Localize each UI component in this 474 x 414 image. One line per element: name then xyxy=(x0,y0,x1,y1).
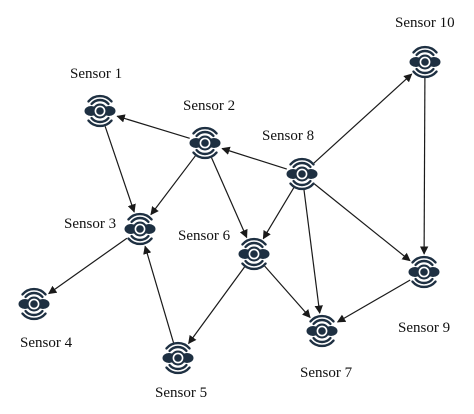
sensor-node-6 wireless-sensor-icon xyxy=(238,237,270,271)
sensor-node-4 wireless-sensor-icon xyxy=(18,287,50,321)
sensor-node-9 wireless-sensor-icon xyxy=(408,255,440,289)
edge-s2-to-s3 xyxy=(150,155,196,216)
sensor-node-8 wireless-sensor-icon xyxy=(286,157,318,191)
label-sensor-10: Sensor 10 xyxy=(395,15,455,31)
labels-layer: Sensor 1 Sensor 2 Sensor 3 Sensor 4 Sens… xyxy=(20,15,455,401)
nodes-layer xyxy=(18,45,441,375)
edge-s2-to-s1 xyxy=(116,114,190,139)
label-sensor-8: Sensor 8 xyxy=(262,128,314,144)
edge-s1-to-s3 xyxy=(104,126,136,213)
label-sensor-1: Sensor 1 xyxy=(70,66,122,82)
edge-s8-to-s10 xyxy=(313,73,413,164)
edge-s6-to-s7 xyxy=(264,265,311,319)
sensor-node-3 wireless-sensor-icon xyxy=(124,212,156,246)
label-sensor-4: Sensor 4 xyxy=(20,335,73,351)
edge-s6-to-s5 xyxy=(188,266,246,345)
sensor-node-7 wireless-sensor-icon xyxy=(306,314,338,348)
label-sensor-9: Sensor 9 xyxy=(398,320,450,336)
label-sensor-7: Sensor 7 xyxy=(300,365,353,381)
edge-s8-to-s2 xyxy=(221,146,287,170)
sensor-node-10 wireless-sensor-icon xyxy=(409,45,441,79)
label-sensor-3: Sensor 3 xyxy=(64,216,116,232)
edge-s8-to-s7 xyxy=(303,189,323,314)
edges-layer xyxy=(48,73,429,345)
edge-s2-to-s6 xyxy=(210,157,248,239)
sensor-node-1 wireless-sensor-icon xyxy=(84,94,116,128)
sensor-node-5 wireless-sensor-icon xyxy=(162,341,194,375)
edge-s5-to-s3 xyxy=(143,245,175,343)
label-sensor-5: Sensor 5 xyxy=(155,385,207,401)
label-sensor-6: Sensor 6 xyxy=(178,228,231,244)
edge-s8-to-s9 xyxy=(314,183,411,262)
edge-s9-to-s7 xyxy=(336,279,411,323)
edge-s8-to-s6 xyxy=(262,187,295,240)
edge-s3-to-s4 xyxy=(48,237,128,295)
sensor-node-2 wireless-sensor-icon xyxy=(189,126,221,160)
edge-s10-to-s9 xyxy=(419,77,429,255)
label-sensor-2: Sensor 2 xyxy=(183,98,235,114)
